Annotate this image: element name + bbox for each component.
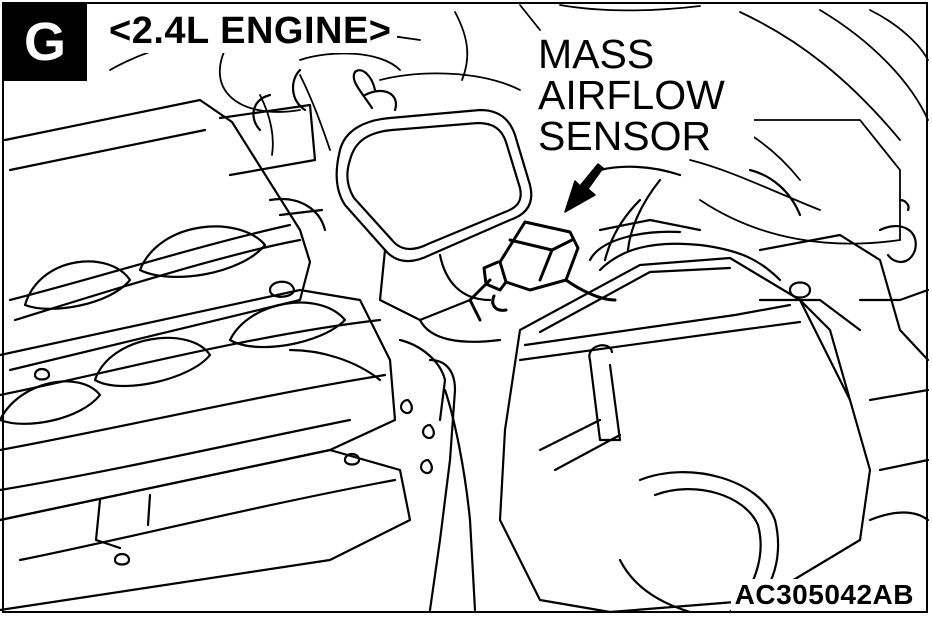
air-cleaner-housing xyxy=(498,230,872,614)
background-lines xyxy=(109,4,929,245)
mass-airflow-sensor-connector xyxy=(468,220,617,322)
mass-airflow-sensor-label: MASS AIRFLOW SENSOR xyxy=(532,32,754,159)
intake-resonator xyxy=(335,108,533,343)
intake-hose xyxy=(252,68,477,612)
section-badge: G xyxy=(3,3,87,81)
callout-line-1: MASS xyxy=(538,31,655,77)
right-side-components xyxy=(598,165,930,522)
section-badge-letter: G xyxy=(23,12,66,72)
callout-line-2: AIRFLOW xyxy=(538,72,725,118)
figure-code: AC305042AB xyxy=(730,579,918,611)
engine-heading: <2.4L ENGINE> xyxy=(103,10,398,53)
intake-manifold xyxy=(0,98,412,612)
pointer-arrow xyxy=(564,163,604,213)
callout-line-3: SENSOR xyxy=(538,113,712,159)
